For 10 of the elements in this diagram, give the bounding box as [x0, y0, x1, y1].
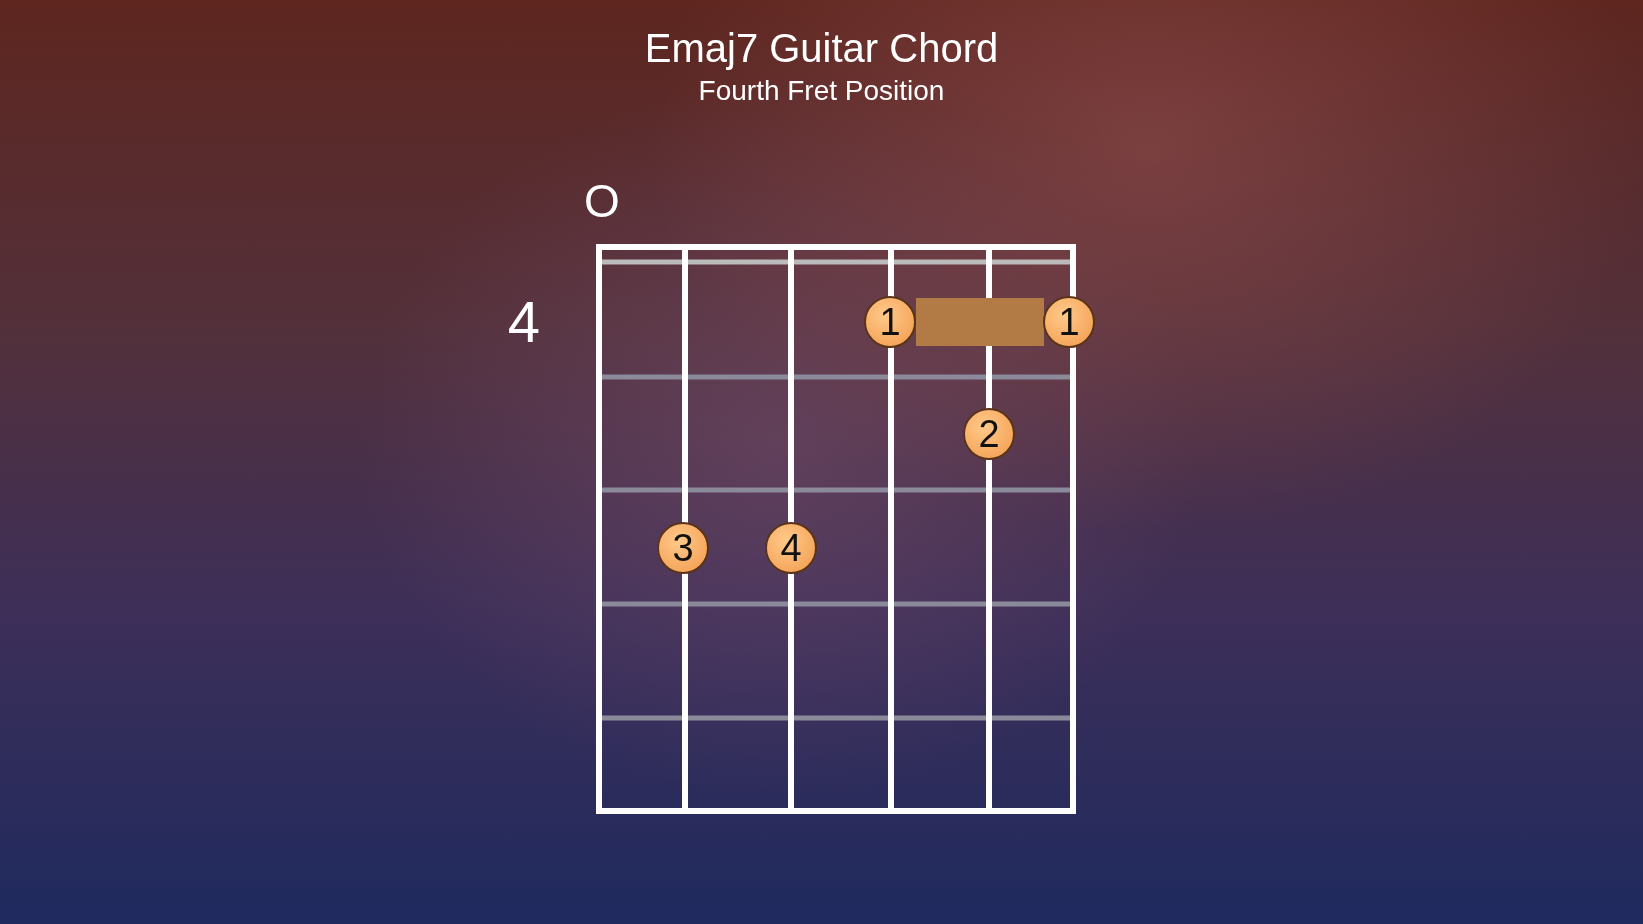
barre-bar	[916, 298, 1044, 346]
finger-dot: 1	[864, 296, 916, 348]
finger-dot: 4	[765, 522, 817, 574]
chord-subtitle: Fourth Fret Position	[698, 75, 945, 107]
finger-dot: 3	[657, 522, 709, 574]
open-string-marker: O	[584, 178, 620, 224]
fret-number: 4	[507, 293, 541, 351]
finger-dot: 2	[963, 408, 1015, 460]
chord-title: Emaj7 Guitar Chord	[644, 25, 999, 72]
finger-dot: 1	[1043, 296, 1095, 348]
